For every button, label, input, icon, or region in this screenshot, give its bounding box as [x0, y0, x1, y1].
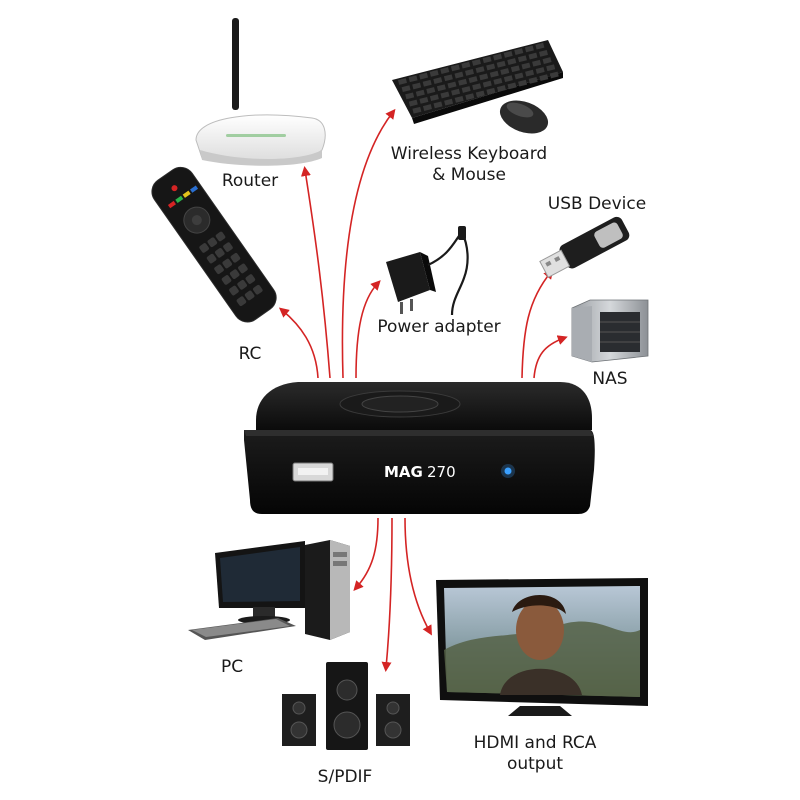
- usb-stick-icon: [539, 216, 630, 279]
- arrow-to-nas: [533, 335, 568, 379]
- power-label: Power adapter: [377, 317, 500, 337]
- speakers-icon: [282, 662, 410, 750]
- arrow-to-router: [300, 166, 331, 379]
- arrow-to-pc: [353, 517, 379, 591]
- power-led: [504, 467, 512, 475]
- keyboard-label-line1: Wireless Keyboard: [391, 144, 547, 164]
- set-top-box-icon: MAG 270: [244, 382, 595, 514]
- arrow-to-usb: [521, 268, 554, 379]
- pc-label: PC: [221, 657, 243, 677]
- nas-label: NAS: [592, 369, 627, 389]
- rc-label: RC: [239, 344, 262, 364]
- spdif-label: S/PDIF: [318, 767, 373, 787]
- arrow-to-spdif: [381, 517, 393, 672]
- device-brand: MAG: [384, 463, 423, 481]
- arrow-to-rc: [278, 307, 319, 379]
- keyboard-icon: [392, 40, 563, 124]
- pc-icon: [188, 540, 350, 640]
- tv-icon: [436, 578, 648, 716]
- nas-icon: [571, 299, 649, 363]
- arrow-to-keyboard: [341, 108, 396, 379]
- hdmi-label-line1: HDMI and RCA: [474, 733, 597, 753]
- keyboard-label-line2: & Mouse: [432, 165, 506, 185]
- remote-control-icon: [151, 166, 277, 323]
- arrow-to-power: [355, 280, 381, 379]
- mouse-icon: [499, 100, 549, 134]
- arrow-to-tv: [404, 517, 432, 636]
- hdmi-label-line2: output: [507, 754, 563, 774]
- power-adapter-icon: [386, 226, 469, 316]
- device-model: 270: [427, 463, 456, 481]
- usb-label: USB Device: [548, 194, 646, 214]
- router-icon: [195, 18, 326, 166]
- router-label: Router: [222, 171, 278, 191]
- connection-arrows: [278, 108, 568, 672]
